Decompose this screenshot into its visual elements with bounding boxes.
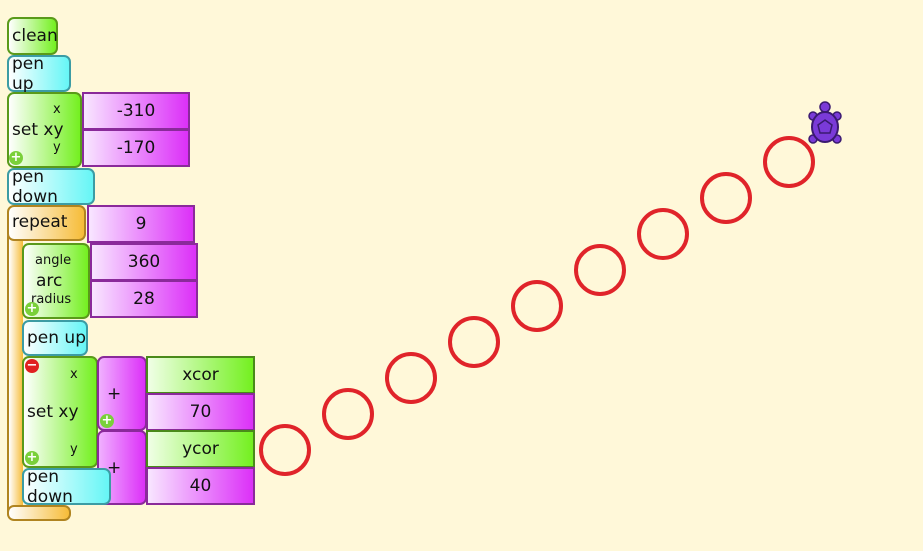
repeat-count-text: 9 [135, 214, 147, 234]
pen-up-block-2[interactable]: pen up [22, 320, 88, 356]
arc-circle [637, 208, 689, 260]
repeat-count[interactable]: 9 [87, 205, 195, 243]
repeat-arm [7, 230, 23, 520]
x-value-text: -310 [116, 101, 156, 121]
xcor-text: xcor [182, 365, 219, 385]
clean-block[interactable]: clean [7, 17, 58, 55]
repeat-block[interactable]: repeat [7, 205, 86, 241]
pen-down-label: pen down [27, 466, 73, 507]
pen-up-block[interactable]: pen up [7, 53, 71, 94]
arc-circle [574, 244, 626, 296]
expand-icon[interactable]: + [100, 413, 114, 428]
expand-icon[interactable]: + [25, 301, 39, 316]
xcor-block[interactable]: xcor [146, 356, 255, 394]
x-label: x [53, 102, 61, 117]
plus-label: + [107, 383, 122, 404]
ycor-text: ycor [182, 439, 219, 459]
y-label: y [70, 442, 78, 457]
arc-circle [763, 136, 815, 188]
angle-label: angle [35, 253, 72, 268]
y-value[interactable]: -170 [82, 129, 190, 167]
y-value-text: -170 [116, 138, 156, 158]
arc-circle [448, 316, 500, 368]
x-value[interactable]: -310 [82, 92, 190, 130]
collapse-icon[interactable]: − [25, 358, 39, 373]
set-xy-block-2[interactable]: set xy [22, 356, 98, 468]
ycor-block[interactable]: ycor [146, 430, 255, 468]
arc-circle [322, 388, 374, 440]
x-offset-text: 70 [189, 402, 212, 422]
arc-circle [385, 352, 437, 404]
expand-icon[interactable]: + [9, 150, 23, 165]
radius-label: radius [31, 292, 72, 307]
expand-icon[interactable]: + [25, 450, 39, 465]
y-offset-text: 40 [189, 476, 212, 496]
y-offset-value[interactable]: 40 [146, 467, 255, 505]
arc-circle [700, 172, 752, 224]
set-xy-label: set xy [12, 120, 64, 140]
pen-down-block[interactable]: pen down [7, 166, 95, 207]
repeat-bottom [7, 505, 71, 521]
repeat-label: repeat [12, 212, 68, 232]
radius-value-text: 28 [133, 289, 155, 309]
arc-circle [511, 280, 563, 332]
arc-circle [259, 424, 311, 476]
radius-value[interactable]: 28 [90, 280, 198, 318]
pen-down-block-2[interactable]: pen down [22, 466, 111, 507]
clean-label: clean [12, 26, 58, 46]
pen-down-label: pen down [12, 166, 58, 207]
x-offset-value[interactable]: 70 [146, 393, 255, 431]
angle-value[interactable]: 360 [90, 243, 198, 281]
angle-value-text: 360 [127, 252, 161, 272]
pen-up-label: pen up [12, 53, 45, 94]
y-label: y [53, 140, 61, 155]
turtle-icon[interactable] [808, 101, 842, 144]
x-label: x [70, 367, 78, 382]
set-xy-label: set xy [27, 402, 79, 422]
pen-up-label: pen up [27, 328, 86, 348]
arc-label: arc [36, 271, 63, 291]
